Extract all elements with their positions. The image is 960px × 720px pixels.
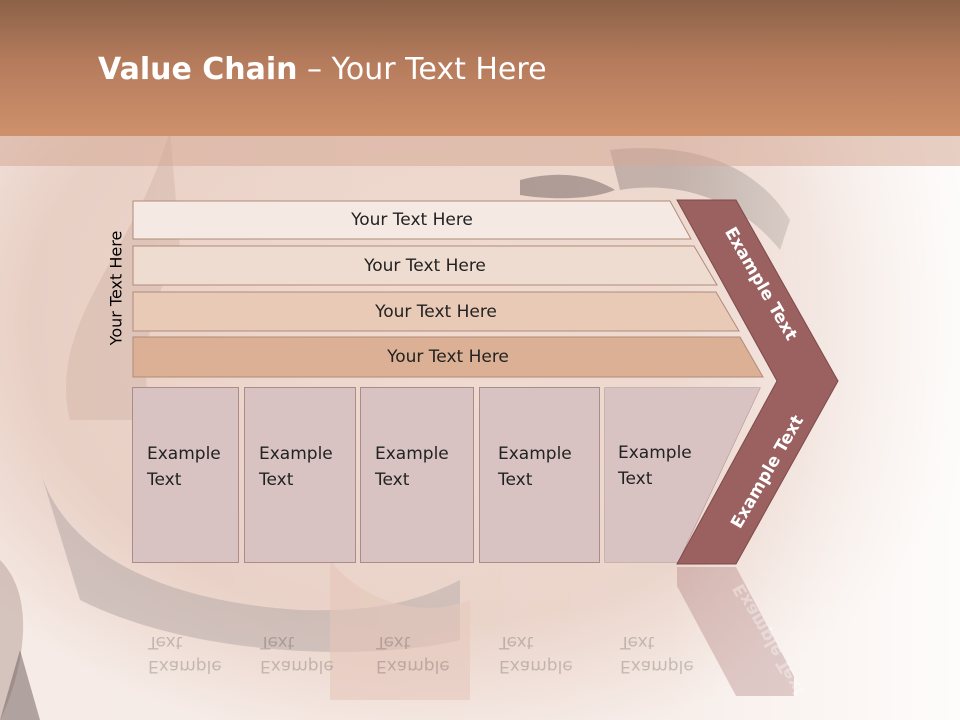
row-4-label: Your Text Here <box>387 347 509 367</box>
cell-3-line1: Example <box>375 444 449 464</box>
cell-1-line1: Example <box>147 444 221 464</box>
chevron-reflection <box>677 567 794 696</box>
cell-1-line2: Text <box>147 470 182 490</box>
cell-2-line2: Text <box>259 470 294 490</box>
row-2[interactable]: Your Text Here <box>132 245 718 286</box>
cell-2-line1: Example <box>259 444 333 464</box>
row-1[interactable]: Your Text Here <box>132 200 692 240</box>
title-rest: – Your Text Here <box>297 52 547 87</box>
row-2-label: Your Text Here <box>364 255 486 276</box>
header-band <box>0 0 960 136</box>
cell-4-line2: Text <box>498 470 533 490</box>
row-3-label: Your Text Here <box>375 301 497 322</box>
row-3[interactable]: Your Text Here <box>132 291 740 332</box>
cell-5-line2: Text <box>618 469 653 489</box>
row-1-label: Your Text Here <box>351 210 473 230</box>
cell-4-line1: Example <box>498 444 572 464</box>
vertical-label[interactable]: Your Text Here <box>106 230 126 346</box>
header-subband <box>0 136 960 166</box>
row-4[interactable]: Your Text Here <box>132 336 764 378</box>
cell-5-line1: Example <box>618 443 692 463</box>
slide-title[interactable]: Value Chain – Your Text Here <box>98 52 547 87</box>
cell-3-line2: Text <box>375 470 410 490</box>
chevron-arrow[interactable] <box>676 198 840 566</box>
title-bold: Value Chain <box>98 52 298 87</box>
